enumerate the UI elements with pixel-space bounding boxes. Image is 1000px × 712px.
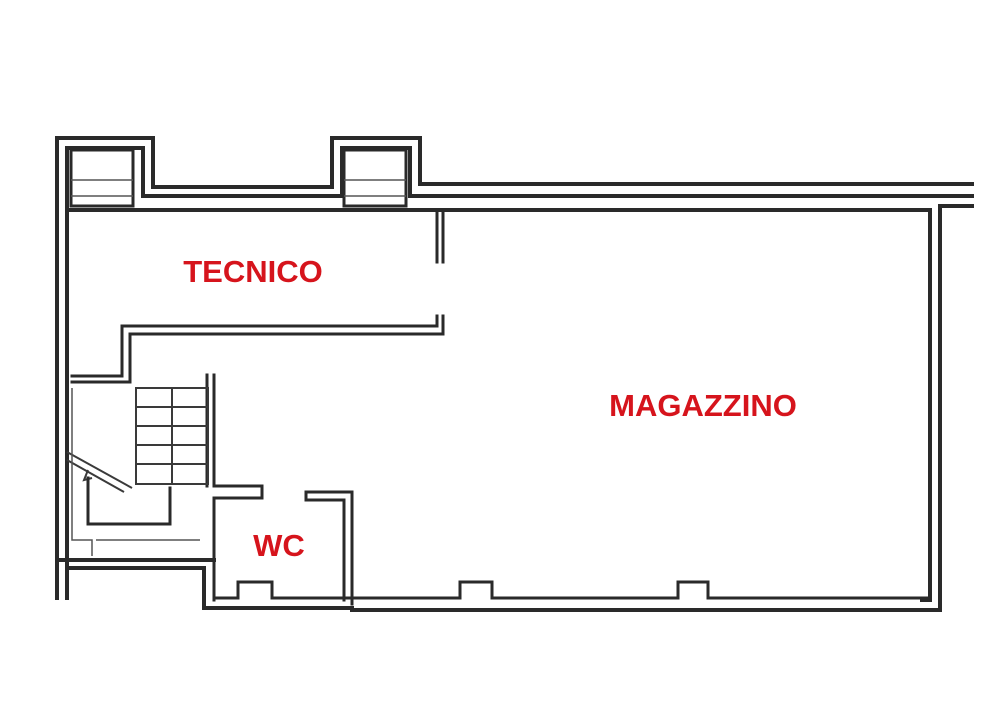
lower-left-wall: [55, 558, 354, 610]
wc-walls: [212, 490, 354, 606]
room-label-wc: WC: [253, 528, 305, 563]
window-right: [342, 148, 408, 208]
left-outer-wall: [55, 136, 974, 600]
staircase: [66, 373, 264, 602]
bottom-wall-niches: [350, 580, 932, 600]
window-left: [69, 148, 135, 208]
room-label-magazzino: MAGAZZINO: [609, 388, 797, 423]
room-label-tecnico: TECNICO: [183, 254, 323, 289]
tecnico-partition: [70, 208, 445, 384]
right-wall: [350, 204, 974, 612]
